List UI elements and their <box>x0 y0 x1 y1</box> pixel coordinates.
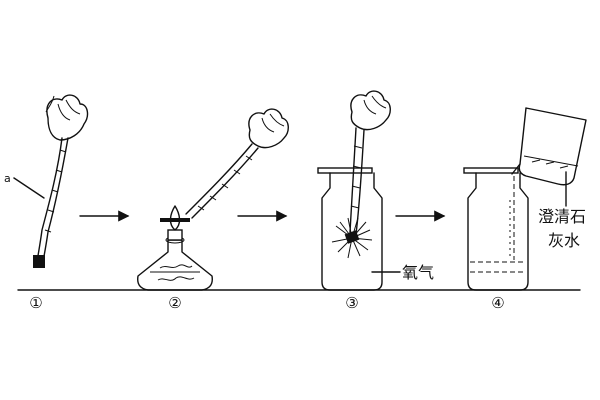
step4-gas-jar <box>463 167 529 291</box>
label-a: a <box>4 172 11 185</box>
label-oxygen: 氧气 <box>402 263 434 282</box>
step3-gas-jar <box>317 167 401 291</box>
step-label-4: ④ <box>491 294 504 312</box>
burning-charcoal <box>331 217 373 259</box>
step2-alcohol-lamp <box>137 205 213 291</box>
step-label-1: ① <box>29 294 42 312</box>
step4-beaker <box>511 107 587 207</box>
label-limewater-line1: 澄清石 <box>538 207 586 226</box>
label-limewater-line2: 灰水 <box>548 231 580 250</box>
step2-hand-with-wire <box>185 108 289 219</box>
step3-hand-with-wire <box>349 90 391 235</box>
step1-hand-with-wire <box>13 94 89 268</box>
step-label-2: ② <box>168 294 181 312</box>
step-label-3: ③ <box>345 294 358 312</box>
